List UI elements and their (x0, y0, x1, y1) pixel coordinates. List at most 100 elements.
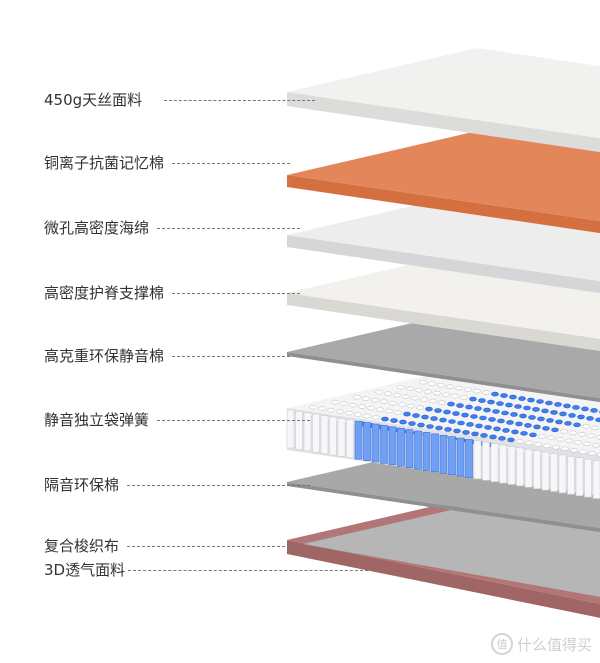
spring-coil (451, 393, 459, 399)
spring-coil (471, 431, 479, 437)
spring-pocket (584, 458, 592, 498)
spring-coil (430, 416, 438, 421)
spring-coil (532, 407, 540, 412)
spring-coil (528, 415, 536, 420)
spring-coil (496, 401, 504, 406)
spring-coil (563, 403, 571, 409)
layer-edge (287, 482, 600, 533)
layer-label: 静音独立袋弹簧 (44, 411, 150, 429)
spring-coil (384, 391, 392, 396)
spring-coil (417, 422, 425, 428)
spring-pocket (490, 443, 499, 482)
layer-label: 复合梭织布 (44, 537, 120, 555)
spring-coil (493, 426, 501, 432)
spring-coil (469, 396, 477, 402)
spring-pocket (329, 416, 337, 456)
spring-coil (511, 429, 519, 435)
spring-coil (570, 447, 578, 453)
spring-coil (433, 390, 441, 396)
spring-coil (446, 384, 454, 389)
spring-pocket (482, 441, 490, 481)
spring-pocket (380, 425, 388, 464)
spring-coil (556, 437, 564, 442)
spring-pocket (414, 430, 422, 470)
spring-coil (538, 434, 546, 439)
spring-coil (529, 432, 537, 438)
spring-coil (552, 444, 560, 450)
spring-coil (393, 392, 401, 398)
spring-coil (375, 389, 383, 395)
spring-coil (437, 382, 445, 388)
spring-coil (568, 413, 576, 418)
spring-pocket (473, 440, 482, 480)
spring-coil (421, 414, 429, 420)
spring-coil (596, 434, 600, 440)
spring-coil (533, 424, 541, 430)
spring-coil (447, 401, 455, 407)
spring-pocket (533, 450, 541, 489)
spring-coil (376, 407, 384, 412)
spring-coil (501, 410, 509, 416)
layer-label: 隔音环保棉 (44, 476, 120, 494)
spring-pocket (465, 439, 473, 478)
spring-coil (577, 414, 585, 420)
spring-coil (595, 417, 600, 423)
spring-coil (588, 450, 596, 456)
spring-coil (464, 387, 472, 392)
spring-coil (581, 406, 589, 412)
spring-coil (426, 424, 434, 429)
spring-coil (390, 418, 398, 423)
spring-coil (525, 440, 533, 446)
spring-pocket (567, 455, 575, 495)
spring-pocket (558, 454, 567, 494)
spring-coil (487, 399, 495, 405)
spring-pocket (295, 411, 303, 450)
spring-pocket (499, 444, 507, 484)
spring-coil (537, 416, 545, 422)
spring-pocket (456, 437, 465, 477)
spring-coil (527, 397, 535, 403)
spring-coil (456, 403, 464, 408)
spring-coils (286, 379, 600, 499)
spring-coil (498, 436, 506, 441)
spring-coil (381, 416, 389, 422)
spring-coil (475, 423, 483, 429)
spring-coil (415, 387, 423, 393)
spring-coil (362, 396, 370, 401)
spring-coil (574, 439, 582, 445)
spring-coil (480, 433, 488, 438)
spring-coil (399, 419, 407, 425)
spring-coil (569, 430, 577, 436)
spring-coil (407, 403, 415, 409)
spring-coil (406, 386, 414, 391)
layer-edge (287, 352, 600, 403)
spring-coil (474, 406, 482, 411)
spring-coil (582, 424, 590, 429)
spring-coil (420, 397, 428, 402)
layer-top (287, 131, 600, 222)
spring-pocket (516, 447, 524, 487)
spring-coil (546, 418, 554, 423)
spring-coil (372, 415, 380, 420)
spring-coil (453, 428, 461, 434)
watermark-text: 什么值得买 (516, 635, 592, 654)
spring-coil (473, 388, 481, 394)
spring-coil (380, 399, 388, 404)
spring-coil (434, 408, 442, 413)
spring-coil (497, 418, 505, 424)
leader-line (127, 485, 310, 486)
spring-coil (524, 423, 532, 428)
spring-coil (491, 391, 499, 397)
leader-line (127, 546, 300, 547)
spring-pocket (337, 418, 346, 457)
layer-edge (287, 92, 600, 153)
spring-pocket (431, 433, 439, 473)
layer-label: 450g天丝面料 (44, 91, 143, 109)
spring-pocket (346, 419, 354, 459)
layer-label: 微孔高密度海绵 (44, 219, 150, 237)
spring-pocket (550, 453, 558, 492)
spring-coil (462, 430, 470, 435)
spring-pocket (422, 432, 431, 471)
spring-coil (489, 434, 497, 440)
